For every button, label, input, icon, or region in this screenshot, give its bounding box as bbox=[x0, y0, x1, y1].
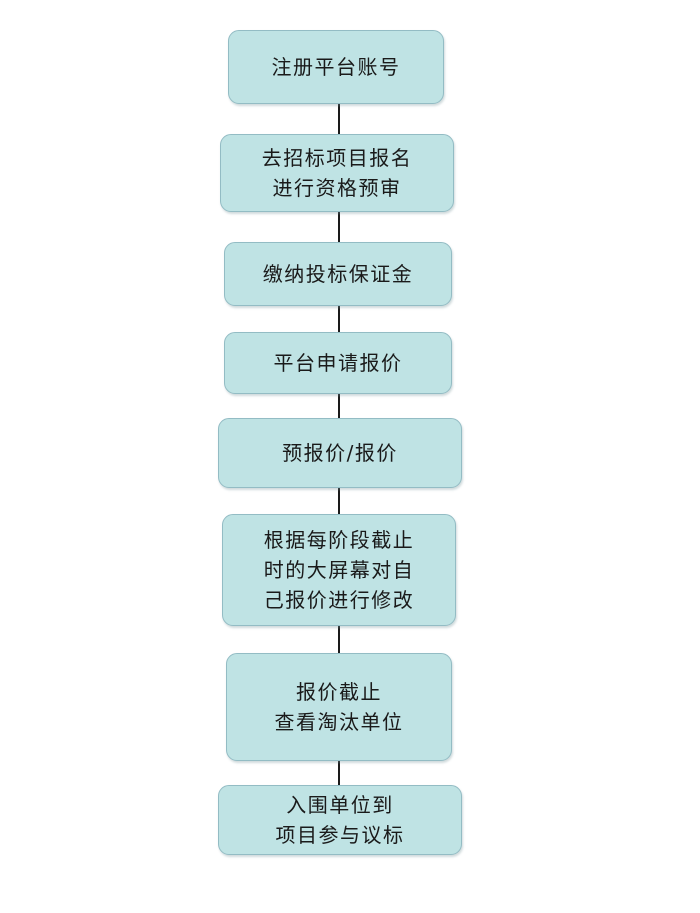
step-label-line: 项目参与议标 bbox=[275, 823, 405, 847]
connector-line-5 bbox=[338, 488, 340, 514]
connector-line-7 bbox=[338, 761, 340, 785]
step-bid-registration: 去招标项目报名 进行资格预审 bbox=[220, 134, 454, 212]
connector-line-6 bbox=[338, 626, 340, 653]
step-label-line: 己报价进行修改 bbox=[263, 588, 415, 612]
connector-line-1 bbox=[338, 104, 340, 134]
step-label-line: 报价截止 bbox=[296, 680, 382, 704]
step-label-line: 查看淘汰单位 bbox=[274, 710, 404, 734]
step-label-line: 缴纳投标保证金 bbox=[262, 262, 414, 286]
step-label-line: 平台申请报价 bbox=[273, 351, 403, 375]
step-pre-quote: 预报价/报价 bbox=[218, 418, 462, 488]
step-label-line: 预报价/报价 bbox=[282, 441, 398, 465]
step-label-line: 注册平台账号 bbox=[271, 55, 401, 79]
connector-line-4 bbox=[338, 394, 340, 418]
step-label-line: 入围单位到 bbox=[286, 793, 394, 817]
step-apply-quote: 平台申请报价 bbox=[224, 332, 452, 394]
step-shortlisted-negotiation: 入围单位到 项目参与议标 bbox=[218, 785, 462, 855]
step-label-line: 根据每阶段截止 bbox=[263, 528, 415, 552]
step-quote-deadline: 报价截止 查看淘汰单位 bbox=[226, 653, 452, 761]
step-label-line: 进行资格预审 bbox=[272, 176, 402, 200]
step-modify-quote: 根据每阶段截止 时的大屏幕对自 己报价进行修改 bbox=[222, 514, 456, 626]
step-register-account: 注册平台账号 bbox=[228, 30, 444, 104]
step-label-line: 去招标项目报名 bbox=[261, 146, 413, 170]
step-label-line: 时的大屏幕对自 bbox=[263, 558, 415, 582]
step-pay-deposit: 缴纳投标保证金 bbox=[224, 242, 452, 306]
connector-line-2 bbox=[338, 212, 340, 242]
connector-line-3 bbox=[338, 306, 340, 332]
